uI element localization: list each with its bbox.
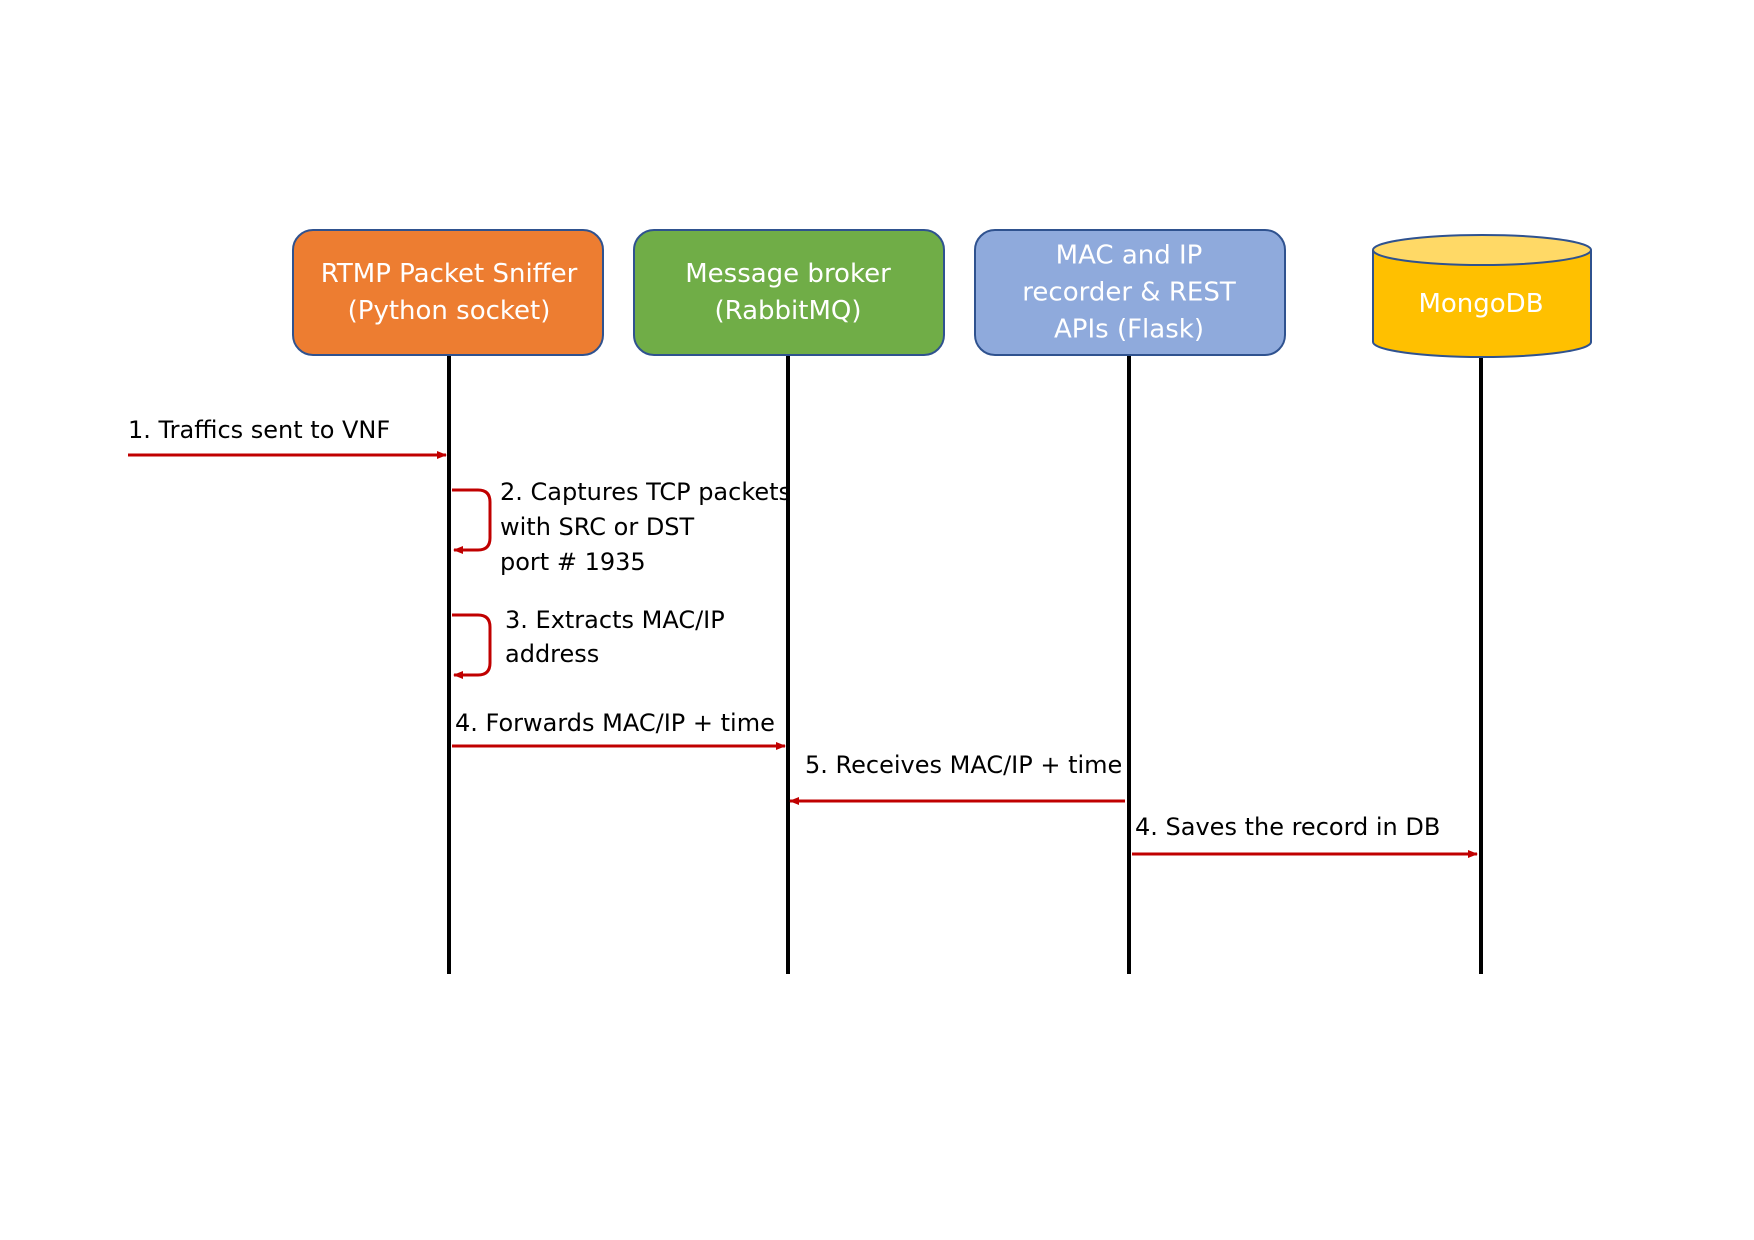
- message-label-line: port # 1935: [500, 548, 646, 576]
- message-label-line: with SRC or DST: [500, 513, 695, 541]
- database-cylinder-top: [1372, 234, 1592, 266]
- message-label-line: 5. Receives MAC/IP + time: [805, 751, 1122, 779]
- participant-recorder: MAC and IP recorder & REST APIs (Flask): [974, 229, 1286, 356]
- message-4: 4. Forwards MAC/IP + time: [452, 709, 786, 750]
- self-message-arrow: [452, 488, 492, 554]
- message-label: 1. Traffics sent to VNF: [128, 416, 390, 444]
- participant-label-line: Message broker: [685, 259, 891, 289]
- participant-box-recorder: [974, 229, 1286, 356]
- message-label: 4. Saves the record in DB: [1135, 813, 1440, 841]
- participant-sniffer: RTMP Packet Sniffer (Python socket): [292, 229, 604, 356]
- participant-label-line: MAC and IP: [1056, 240, 1203, 270]
- message-label-line: 1. Traffics sent to VNF: [128, 416, 390, 444]
- participant-box-broker: [633, 229, 945, 356]
- message-2: 2. Captures TCP packets with SRC or DST po…: [452, 478, 791, 576]
- participant-label-line: APIs (Flask): [1054, 314, 1204, 344]
- message-label: 5. Receives MAC/IP + time: [805, 751, 1122, 779]
- database-cylinder-body: [1372, 250, 1592, 358]
- message-5: 5. Receives MAC/IP + time: [789, 751, 1125, 805]
- participant-mongodb: MongoDB: [1372, 234, 1592, 358]
- participants: RTMP Packet Sniffer (Python socket) Messag…: [292, 229, 1592, 358]
- message-label-line: address: [505, 640, 599, 668]
- participant-broker: Message broker (RabbitMQ): [633, 229, 945, 356]
- messages: 1. Traffics sent to VNF 2. Captures TCP p…: [128, 416, 1478, 858]
- message-1: 1. Traffics sent to VNF: [128, 416, 447, 459]
- participant-label-line: MongoDB: [1418, 289, 1543, 319]
- message-label: 3. Extracts MAC/IP address: [505, 606, 725, 668]
- message-label-line: 3. Extracts MAC/IP: [505, 606, 725, 634]
- message-3: 3. Extracts MAC/IP address: [452, 606, 725, 679]
- participant-label-line: RTMP Packet Sniffer: [321, 259, 578, 289]
- participant-label-recorder: MAC and IP recorder & REST APIs (Flask): [1022, 240, 1236, 344]
- message-label: 4. Forwards MAC/IP + time: [455, 709, 775, 737]
- participant-label-line: (RabbitMQ): [714, 296, 861, 326]
- participant-label-broker: Message broker (RabbitMQ): [685, 259, 891, 326]
- message-label-line: 2. Captures TCP packets: [500, 478, 791, 506]
- message-label-line: 4. Forwards MAC/IP + time: [455, 709, 775, 737]
- lifelines: [447, 355, 1483, 974]
- participant-label-mongodb: MongoDB: [1418, 289, 1543, 319]
- message-label: 2. Captures TCP packets with SRC or DST po…: [500, 478, 791, 576]
- message-6: 4. Saves the record in DB: [1132, 813, 1478, 858]
- message-label-line: 4. Saves the record in DB: [1135, 813, 1440, 841]
- participant-label-line: (Python socket): [348, 296, 551, 326]
- participant-label-sniffer: RTMP Packet Sniffer (Python socket): [321, 259, 578, 326]
- participant-label-line: recorder & REST: [1022, 277, 1236, 307]
- self-message-arrow: [452, 613, 492, 679]
- participant-box-sniffer: [292, 229, 604, 356]
